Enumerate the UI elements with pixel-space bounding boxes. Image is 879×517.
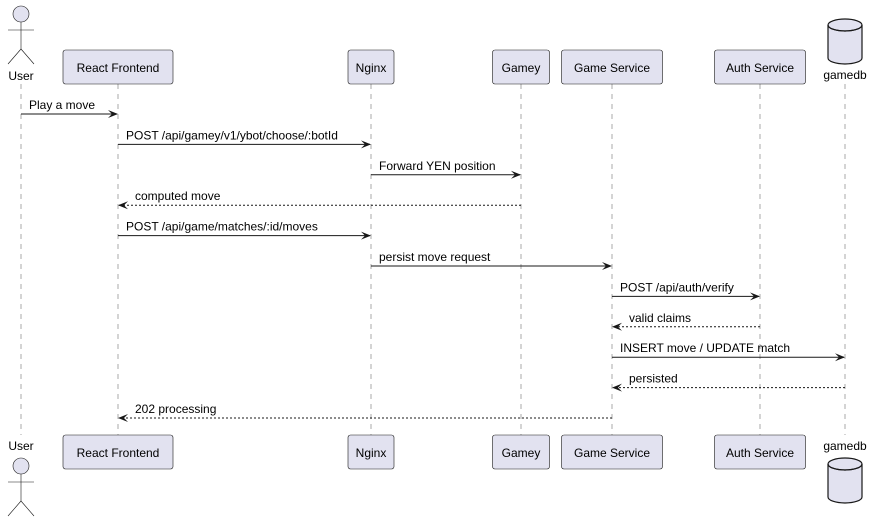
- participant-label: React Frontend: [77, 61, 160, 75]
- message-label: valid claims: [629, 311, 691, 325]
- participant-box: [714, 434, 806, 470]
- message-label: Forward YEN position: [379, 159, 496, 173]
- message-8: valid claims: [612, 311, 760, 331]
- participant-gamey-bottom: Gamey: [492, 434, 550, 470]
- actor-head: [12, 5, 30, 23]
- participant-label: Auth Service: [726, 61, 794, 75]
- arrowhead: [612, 383, 622, 392]
- database-label: gamedb: [823, 439, 867, 453]
- participant-nginx-bottom: Nginx: [347, 434, 395, 470]
- participant-box: [62, 49, 174, 85]
- message-7: POST /api/auth/verify: [612, 280, 760, 301]
- message-1: Play a move: [21, 98, 118, 118]
- arrowhead: [108, 110, 118, 118]
- participant-react-frontend-top: React Frontend: [62, 49, 174, 85]
- message-4: computed move: [118, 189, 521, 210]
- actor-label: User: [8, 69, 33, 83]
- database-body: [827, 25, 863, 65]
- arrowhead: [118, 414, 128, 422]
- message-label: 202 processing: [135, 402, 216, 416]
- participant-label: React Frontend: [77, 446, 160, 460]
- participant-label: Game Service: [574, 61, 650, 75]
- participant-gamey-top: Gamey: [492, 49, 550, 85]
- actor-leg-left: [7, 500, 22, 517]
- message-3: Forward YEN position: [371, 159, 521, 179]
- database-label: gamedb: [823, 68, 867, 82]
- participant-label: Nginx: [356, 61, 387, 75]
- participant-box: [347, 434, 395, 470]
- message-5: POST /api/game/matches/:id/moves: [118, 220, 371, 240]
- participant-label: Gamey: [502, 446, 541, 460]
- participant-box: [347, 49, 395, 85]
- arrowhead: [835, 353, 845, 362]
- message-9: INSERT move / UPDATE match: [612, 341, 845, 362]
- participants-top: User React Frontend Nginx Gamey Game Service…: [7, 5, 867, 85]
- actor-leg-right: [20, 500, 35, 517]
- participant-react-frontend-bottom: React Frontend: [62, 434, 174, 470]
- message-10: persisted: [612, 372, 845, 392]
- database-rim: [827, 24, 863, 32]
- participant-box: [561, 434, 663, 470]
- arrowhead: [511, 170, 521, 179]
- arrowhead: [361, 231, 371, 240]
- participant-label: Nginx: [356, 446, 387, 460]
- message-label: computed move: [135, 189, 221, 203]
- database-body: [827, 464, 863, 504]
- actor-user-top: User: [7, 5, 35, 83]
- message-label: POST /api/gamey/v1/ybot/choose/:botId: [126, 128, 338, 142]
- actor-leg-right: [20, 48, 35, 65]
- participant-label: Auth Service: [726, 446, 794, 460]
- message-label: persist move request: [379, 250, 491, 264]
- message-6: persist move request: [371, 250, 612, 270]
- participant-box: [492, 434, 550, 470]
- participant-box: [714, 49, 806, 85]
- database-gamedb-top: gamedb: [823, 18, 867, 82]
- participant-game-service-bottom: Game Service: [561, 434, 663, 470]
- arrowhead: [612, 322, 622, 331]
- participant-label: Gamey: [502, 61, 541, 75]
- message-2: POST /api/gamey/v1/ybot/choose/:botId: [118, 128, 371, 149]
- message-label: Play a move: [29, 98, 95, 112]
- participant-box: [561, 49, 663, 85]
- participant-nginx-top: Nginx: [347, 49, 395, 85]
- participant-game-service-top: Game Service: [561, 49, 663, 85]
- message-label: POST /api/auth/verify: [620, 280, 734, 294]
- message-label: POST /api/game/matches/:id/moves: [126, 220, 318, 234]
- participant-auth-service-bottom: Auth Service: [714, 434, 806, 470]
- database-gamedb-bottom: gamedb: [823, 439, 867, 504]
- participant-box: [492, 49, 550, 85]
- participant-label: Game Service: [574, 446, 650, 460]
- database-rim: [827, 463, 863, 471]
- actor-leg-left: [7, 48, 22, 65]
- actor-label: User: [8, 439, 33, 453]
- message-label: persisted: [629, 372, 678, 386]
- message-label: INSERT move / UPDATE match: [620, 341, 790, 355]
- arrowhead: [361, 140, 371, 149]
- participant-box: [62, 434, 174, 470]
- actor-head: [12, 457, 30, 475]
- arrowhead: [750, 292, 760, 301]
- actor-user-bottom: User: [7, 439, 35, 517]
- participant-auth-service-top: Auth Service: [714, 49, 806, 85]
- lifelines: [20, 84, 846, 435]
- arrowhead: [602, 262, 612, 270]
- message-11: 202 processing: [118, 402, 612, 422]
- arrowhead: [118, 201, 128, 210]
